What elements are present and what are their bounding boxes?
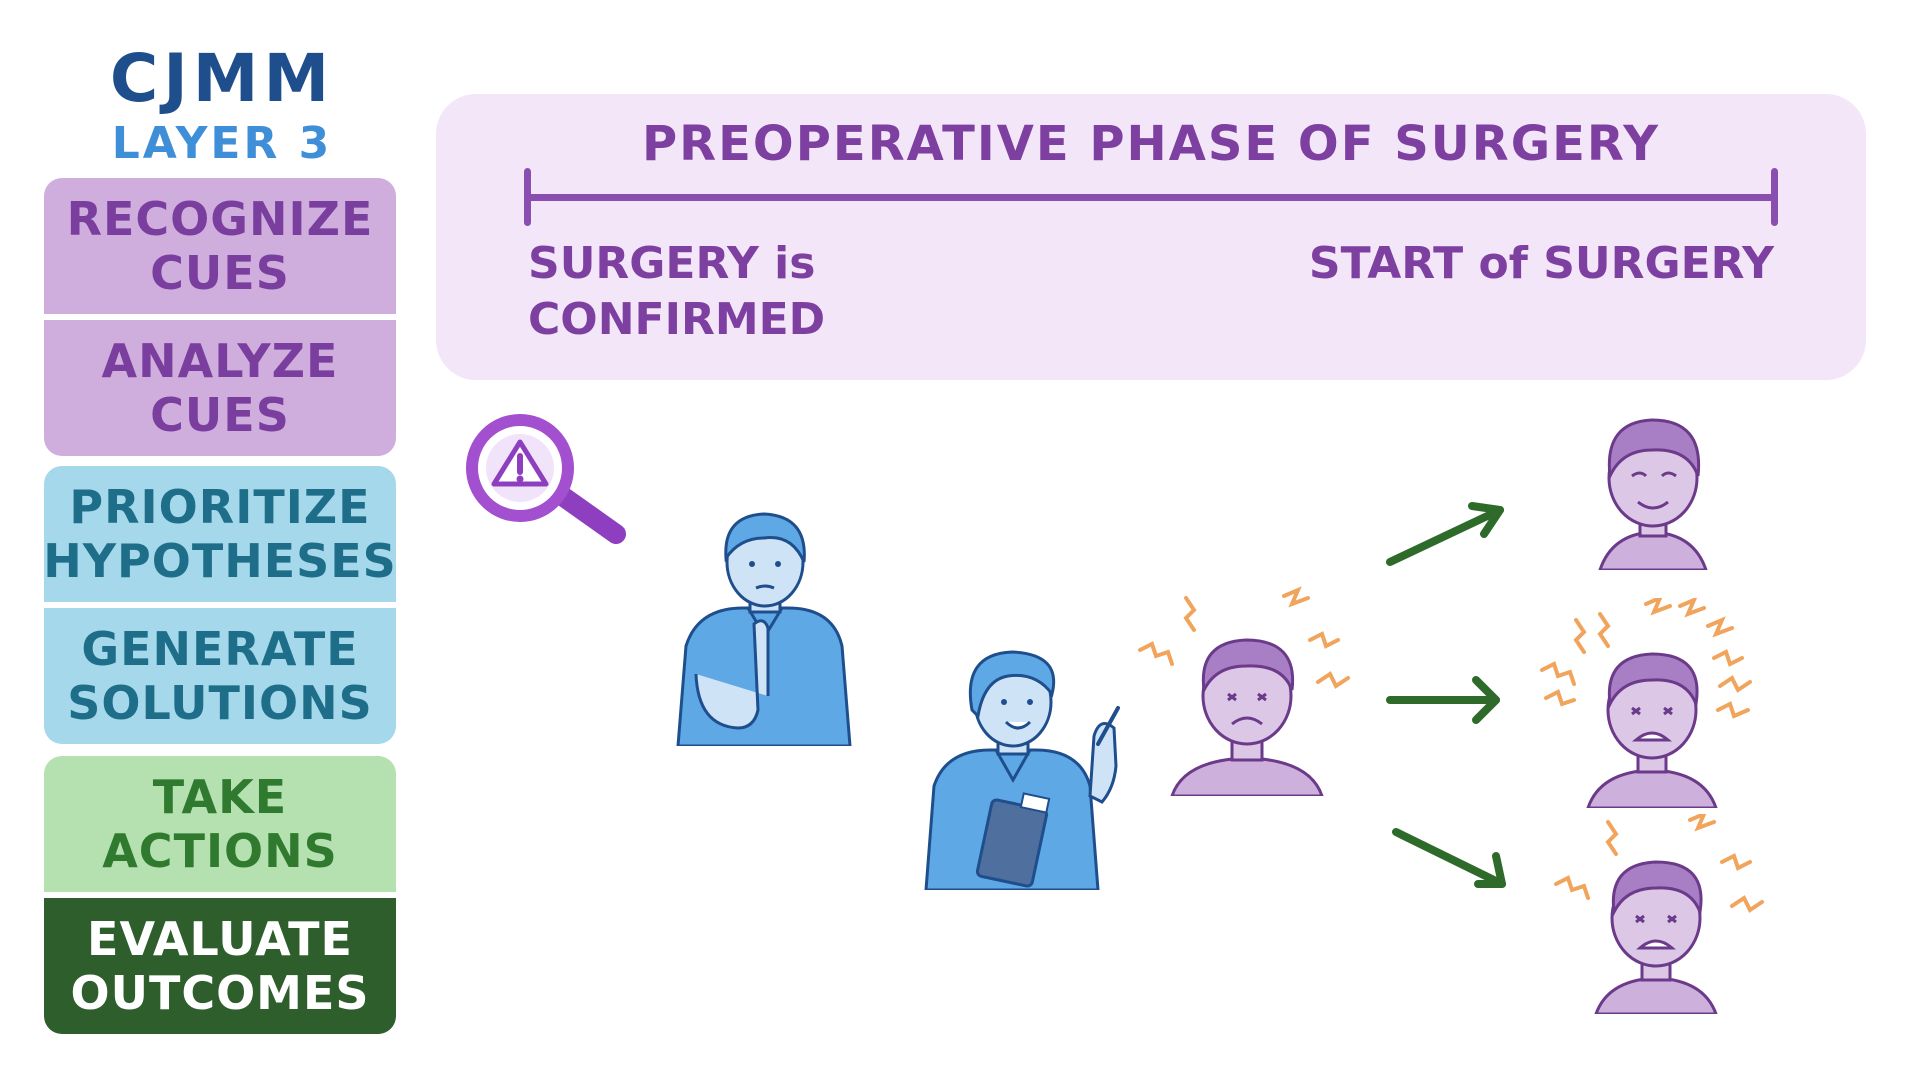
timeline-start-label: SURGERY is CONFIRMED bbox=[528, 238, 826, 345]
step-label: EVALUATE OUTCOMES bbox=[70, 912, 370, 1020]
timeline-end-tick bbox=[1771, 168, 1778, 226]
timeline-end-label: START of SURGERY bbox=[1308, 238, 1774, 289]
thinking-nurse bbox=[676, 512, 852, 746]
anxious-patient bbox=[1138, 586, 1350, 796]
step-label: GENERATE SOLUTIONS bbox=[67, 622, 373, 730]
timeline-panel: PREOPERATIVE PHASE OF SURGERY SURGERY is… bbox=[436, 94, 1866, 380]
timeline-line bbox=[526, 194, 1776, 201]
brand-header: CJMM LAYER 3 bbox=[44, 40, 400, 170]
step-generate-solutions[interactable]: GENERATE SOLUTIONS bbox=[44, 608, 396, 744]
more-anxious-patient bbox=[1540, 598, 1752, 808]
step-recognize-cues[interactable]: RECOGNIZE CUES bbox=[44, 178, 396, 314]
timeline-title: PREOPERATIVE PHASE OF SURGERY bbox=[642, 116, 1660, 172]
magnifier-warning-icon bbox=[466, 414, 626, 544]
brand-subtitle: LAYER 3 bbox=[111, 118, 333, 169]
nurse-with-clipboard bbox=[924, 650, 1120, 890]
calm-patient bbox=[1598, 418, 1708, 570]
step-analyze-cues[interactable]: ANALYZE CUES bbox=[44, 320, 396, 456]
outcome-arrows bbox=[1386, 502, 1506, 888]
timeline-start-tick bbox=[524, 168, 531, 226]
step-label: ANALYZE CUES bbox=[101, 334, 339, 442]
anxious-patient-bottom bbox=[1554, 814, 1764, 1014]
step-label: PRIORITIZE HYPOTHESES bbox=[43, 480, 397, 588]
step-label: RECOGNIZE CUES bbox=[66, 192, 374, 300]
brand-title: CJMM bbox=[109, 40, 335, 117]
step-prioritize-hypotheses[interactable]: PRIORITIZE HYPOTHESES bbox=[43, 466, 397, 602]
step-take-actions[interactable]: TAKE ACTIONS bbox=[44, 756, 396, 892]
step-label: TAKE ACTIONS bbox=[102, 770, 338, 878]
step-evaluate-outcomes[interactable]: EVALUATE OUTCOMES bbox=[44, 898, 396, 1034]
